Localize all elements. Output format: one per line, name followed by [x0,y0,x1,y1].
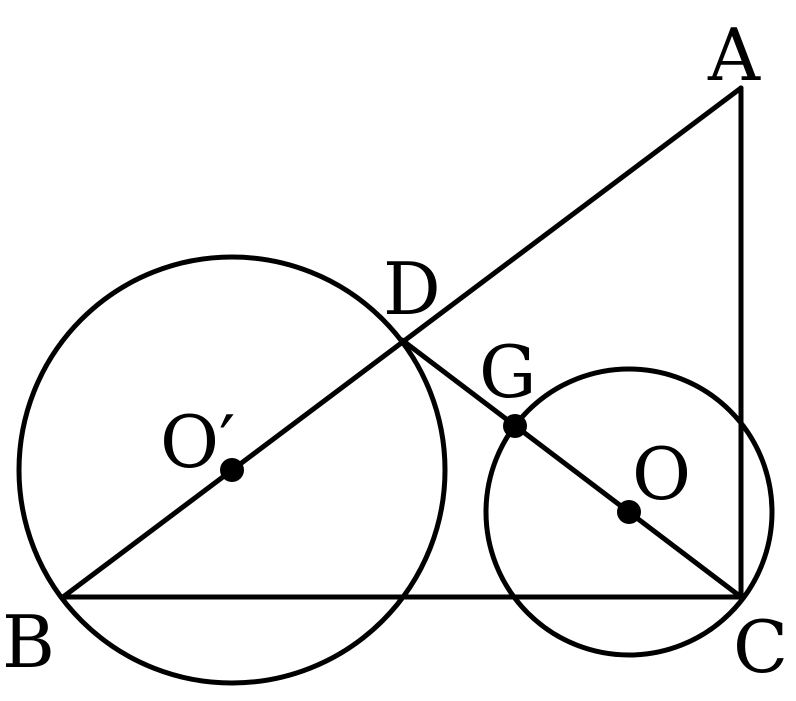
label-g: G [479,330,537,414]
label-o-prime: O′ [160,400,235,484]
circle-o [483,366,775,658]
point-o [617,500,641,524]
label-c: C [733,605,788,689]
point-g [503,414,527,438]
point-o-prime [220,458,244,482]
label-o: O [632,432,691,516]
label-a: A [707,13,761,97]
segment-dc [399,337,744,600]
label-d: D [383,247,441,331]
circle-o-prime [16,254,448,686]
label-b: B [2,600,55,684]
